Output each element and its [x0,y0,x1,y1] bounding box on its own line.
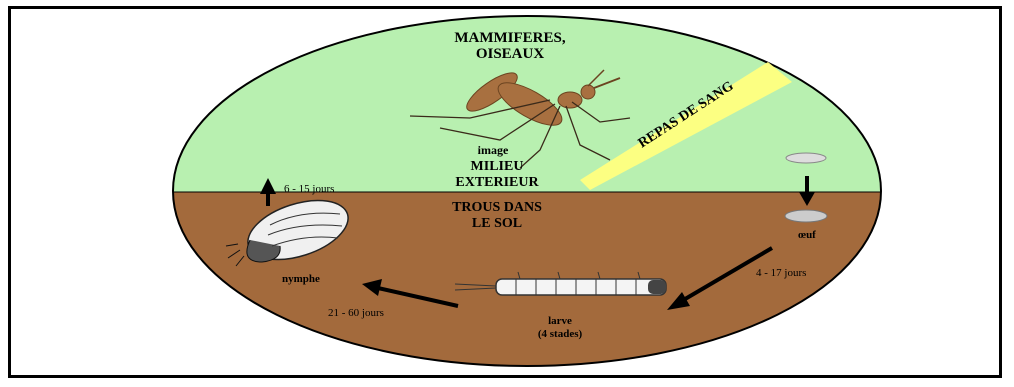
outside-label-line2: EXTERIEUR [455,175,539,190]
soil-label-line1: TROUS DANS [452,200,542,215]
hosts-label-line1: MAMMIFERES, [454,30,565,46]
larva-to-nymph-duration: 21 - 60 jours [328,307,384,319]
nymph-label: nymphe [282,273,320,285]
egg-to-larva-duration: 4 - 17 jours [756,267,806,279]
larva-label-line1: larve [548,315,572,327]
emergence-duration: 6 - 15 jours [284,183,334,195]
imago-label: image [478,143,509,157]
hosts-label-line2: OISEAUX [476,46,545,62]
outside-label-line1: MILIEU [471,159,524,174]
egg-floating [786,153,826,163]
soil-label-line2: LE SOL [472,216,522,231]
egg-on-soil [785,210,827,222]
egg-label: œuf [798,229,816,241]
larva-label-line2: (4 stades) [538,328,583,340]
